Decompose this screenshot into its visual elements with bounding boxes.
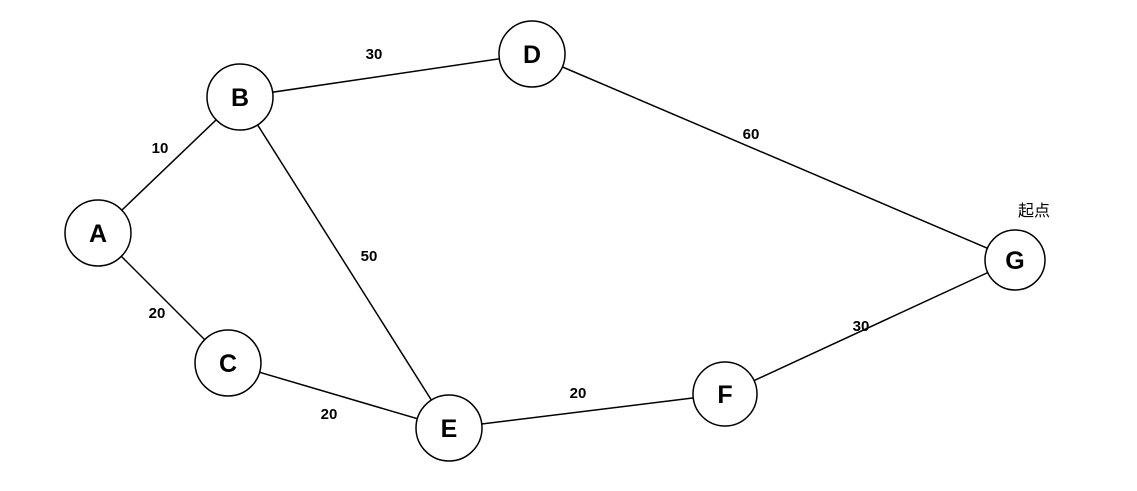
edge-weight-b-e: 50 bbox=[361, 248, 378, 265]
node-c[interactable]: C bbox=[194, 329, 262, 397]
node-a[interactable]: A bbox=[64, 199, 132, 267]
node-b[interactable]: B bbox=[206, 63, 274, 131]
node-label-e: E bbox=[441, 415, 458, 443]
node-circle-g bbox=[984, 229, 1046, 291]
node-circle-a bbox=[64, 199, 132, 267]
edge-d-g bbox=[531, 53, 1016, 261]
edge-c-e bbox=[227, 362, 450, 429]
node-label-d: D bbox=[523, 41, 541, 69]
node-label-a: A bbox=[89, 220, 107, 248]
node-circle-e bbox=[415, 394, 483, 462]
edge-b-d bbox=[239, 53, 533, 98]
annotation-start-point: 起点 bbox=[1018, 202, 1050, 220]
node-label-b: B bbox=[231, 84, 249, 112]
edge-weight-c-e: 20 bbox=[321, 406, 338, 423]
nodes-layer: A B C D E F G bbox=[64, 20, 1046, 462]
edge-e-f bbox=[448, 393, 726, 429]
node-circle-f bbox=[692, 361, 758, 427]
node-circle-b bbox=[206, 63, 274, 131]
node-g[interactable]: G bbox=[984, 229, 1046, 291]
edge-weight-b-d: 30 bbox=[366, 46, 383, 63]
edge-weight-a-b: 10 bbox=[152, 140, 169, 157]
edge-weight-f-g: 30 bbox=[853, 318, 870, 335]
edge-b-e bbox=[239, 96, 450, 429]
node-circle-c bbox=[194, 329, 262, 397]
node-label-c: C bbox=[219, 350, 237, 378]
node-label-g: G bbox=[1005, 247, 1024, 275]
node-circle-d bbox=[498, 20, 566, 88]
labels-layer: 10 20 30 50 20 60 20 30 起点 bbox=[149, 46, 1050, 423]
edge-f-g bbox=[724, 259, 1016, 395]
edge-weight-a-c: 20 bbox=[149, 305, 166, 322]
edge-weight-e-f: 20 bbox=[570, 385, 587, 402]
node-f[interactable]: F bbox=[692, 361, 758, 427]
node-e[interactable]: E bbox=[415, 394, 483, 462]
edge-weight-d-g: 60 bbox=[743, 126, 760, 143]
node-d[interactable]: D bbox=[498, 20, 566, 88]
node-label-f: F bbox=[717, 381, 732, 409]
